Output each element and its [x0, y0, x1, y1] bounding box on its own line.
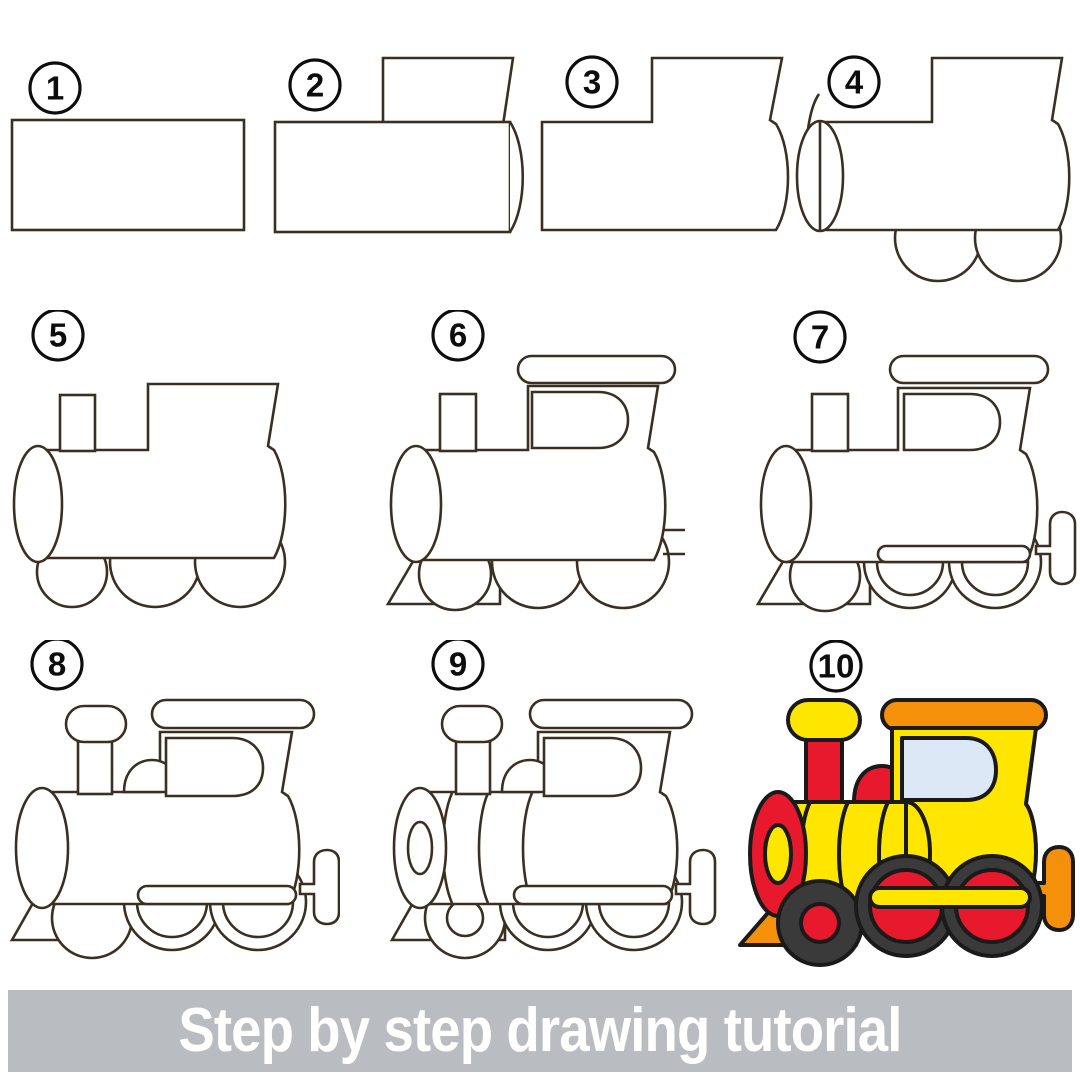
step-1-artwork — [10, 118, 246, 232]
tutorial-banner: Step by step drawing tutorial — [8, 990, 1072, 1072]
step-7-artwork — [755, 354, 1077, 613]
step-cell-5[interactable]: 5 — [0, 310, 340, 640]
step-badge-label: 8 — [48, 646, 66, 683]
step-cell-9[interactable]: 9 — [380, 640, 720, 980]
step-cell-8[interactable]: 8 — [0, 640, 340, 980]
step-6-artwork — [385, 354, 685, 612]
cab-window — [900, 736, 998, 802]
step-cell-6[interactable]: 6 — [380, 310, 720, 640]
step-badge-label: 1 — [46, 70, 64, 107]
step-badge-10: 10 — [809, 640, 863, 693]
step-badge-label: 9 — [449, 646, 467, 683]
step-badge-6: 6 — [431, 310, 485, 362]
step-badge-2: 2 — [288, 58, 342, 112]
rear-buffer — [1026, 845, 1075, 932]
step-badge-3: 3 — [565, 55, 619, 109]
step-badge-label: 7 — [811, 319, 829, 356]
steps-grid: 1 2 — [0, 0, 1080, 980]
step-2-artwork — [273, 56, 524, 234]
step-badge-7: 7 — [793, 310, 847, 364]
cab-roof — [880, 698, 1048, 732]
step-badge-8: 8 — [30, 640, 84, 691]
step-badge-4: 4 — [827, 55, 881, 109]
chimney-cap — [786, 698, 862, 742]
step-cell-7[interactable]: 7 — [750, 310, 1080, 640]
step-cell-2[interactable]: 2 — [265, 0, 625, 310]
step-9-artwork — [389, 698, 717, 960]
step-badge-label: 5 — [49, 317, 67, 354]
banner-title: Step by step drawing tutorial — [178, 996, 902, 1065]
connecting-rod — [868, 886, 1032, 909]
step-badge-label: 6 — [449, 317, 467, 354]
step-badge-9: 9 — [431, 640, 485, 691]
step-5-artwork — [12, 382, 287, 609]
step-badge-label: 3 — [583, 64, 601, 101]
step-badge-label: 10 — [818, 648, 855, 685]
step-10-artwork — [738, 698, 1075, 967]
step-8-artwork — [9, 698, 340, 960]
step-badge-label: 2 — [306, 67, 324, 104]
step-badge-5: 5 — [31, 310, 85, 362]
step-cell-4[interactable]: 4 — [790, 0, 1080, 310]
front-wheel-hub — [799, 902, 841, 944]
step-cell-10[interactable]: 10 — [730, 640, 1080, 980]
smokebox-door — [763, 823, 793, 885]
step-badge-1: 1 — [28, 61, 82, 115]
step-4-artwork — [795, 56, 1071, 283]
step-badge-label: 4 — [845, 64, 864, 101]
step-cell-1[interactable]: 1 — [0, 0, 360, 310]
chimney-stack — [804, 730, 844, 804]
